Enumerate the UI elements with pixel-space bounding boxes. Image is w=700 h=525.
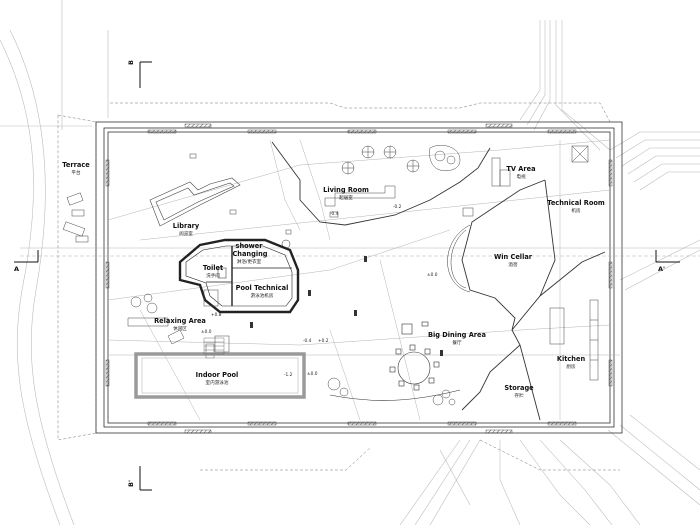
room-tv-sub: 电视 <box>516 173 526 180</box>
room-library-sub: 阅览室 <box>179 230 193 237</box>
room-living: Living Room <box>323 186 369 194</box>
room-dining-sub: 餐厅 <box>452 339 462 346</box>
room-changing-sub: 淋浴/更衣室 <box>237 258 262 265</box>
room-shower: shower <box>236 242 264 250</box>
room-relax-sub: 休闲区 <box>173 325 187 332</box>
room-wine: Win Cellar <box>494 253 533 261</box>
interior-walls <box>271 141 606 421</box>
room-tv: TV Area <box>506 165 535 173</box>
kitchen-fixtures <box>549 299 599 381</box>
level-mark: ±0.0 <box>307 371 318 377</box>
site-context-left <box>0 0 109 525</box>
room-changing: Changing <box>232 250 267 258</box>
room-toilet: Toilet <box>203 264 223 272</box>
room-pooltech: Pool Technical <box>236 284 289 292</box>
room-pooltech-sub: 游泳池机房 <box>251 292 274 299</box>
room-technical-sub: 机房 <box>571 207 581 214</box>
level-mark: -0.4 <box>303 338 312 344</box>
room-labels: Terrace 平台 Living Room 起居室 TV Area 电视 Te… <box>62 161 605 399</box>
section-b-bottom: B' <box>127 480 135 487</box>
section-a-left: A <box>14 265 19 273</box>
relax-furniture <box>127 289 456 406</box>
room-toilet-sub: 洗手间 <box>206 272 220 279</box>
level-mark: -0.4 <box>330 211 339 217</box>
library-shelves <box>149 177 241 227</box>
room-wine-sub: 酒窖 <box>508 261 518 268</box>
room-relax: Relaxing Area <box>154 317 206 325</box>
columns <box>250 256 443 356</box>
living-furniture <box>189 145 589 235</box>
room-kitchen-sub: 厨房 <box>566 363 576 370</box>
terrace-furniture <box>62 192 89 243</box>
level-annotations: -0.4 -0.2 ±0.0 ±0.0 +0.8 -0.4 +0.2 -1.2 … <box>201 204 438 378</box>
level-mark: -1.2 <box>284 372 293 378</box>
room-kitchen: Kitchen <box>557 355 586 363</box>
section-b-top: B <box>127 60 135 65</box>
level-mark: ±0.0 <box>201 329 212 335</box>
room-technical: Technical Room <box>547 199 605 207</box>
site-context-right <box>399 20 700 525</box>
room-pool-sub: 室内游泳池 <box>206 379 229 386</box>
wet-core-block <box>178 238 300 314</box>
level-mark: +0.8 <box>211 312 222 318</box>
roof-outline <box>57 102 620 471</box>
room-terrace-sub: 平台 <box>71 169 81 176</box>
level-mark: ±0.0 <box>427 272 438 278</box>
level-mark: +0.2 <box>318 338 329 344</box>
level-mark: -0.2 <box>393 204 402 210</box>
dining-furniture <box>389 321 440 391</box>
section-a-right: A' <box>658 265 665 273</box>
room-living-sub: 起居室 <box>339 194 353 201</box>
facade-windows <box>105 123 613 434</box>
room-dining: Big Dining Area <box>428 331 486 339</box>
section-marks <box>14 61 680 491</box>
room-storage: Storage <box>504 384 534 392</box>
room-terrace: Terrace <box>62 161 90 169</box>
indoor-pool <box>134 337 306 399</box>
room-library: Library <box>173 222 200 230</box>
room-storage-sub: 存贮 <box>514 392 524 399</box>
building-envelope <box>95 121 623 434</box>
room-pool: Indoor Pool <box>196 371 239 379</box>
construction-lines <box>20 139 700 421</box>
